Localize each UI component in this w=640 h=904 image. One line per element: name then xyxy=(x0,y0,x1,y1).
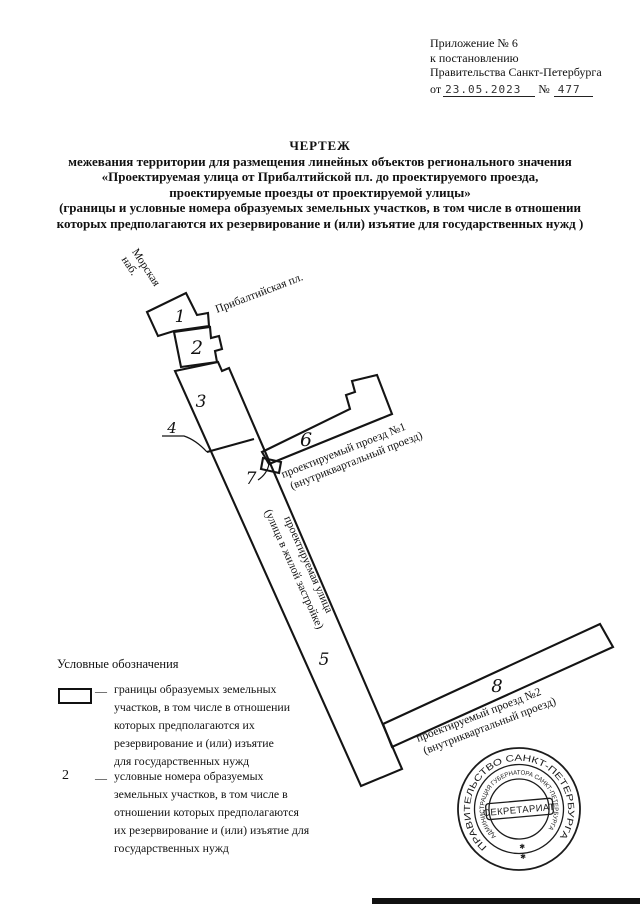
parcel-number-5: 5 xyxy=(319,650,330,670)
title-line-3: «Проектируемая улица от Прибалтийской пл… xyxy=(101,169,539,184)
title-line-6: которых предполагаются их резервирование… xyxy=(56,215,584,231)
legend-item-2-dash: — xyxy=(95,771,107,785)
parcel-number-4: 4 xyxy=(166,419,177,437)
document-number: 477 xyxy=(553,83,593,97)
stamp-middle-circle xyxy=(473,763,565,855)
legend-item-1-line-1: границы образуемых земельных xyxy=(114,682,277,696)
parcel-number-2: 2 xyxy=(190,337,203,359)
label-proezd-2: проектируемый проезд №2 (внутриквартальн… xyxy=(415,686,558,757)
date-prefix: от xyxy=(430,81,442,96)
legend-item-1-dash: — xyxy=(95,684,107,698)
legend-item-2-line-1: условные номера образуемых xyxy=(114,769,264,783)
legend-item-1-line-4: резервирование и (или) изъятие xyxy=(114,736,274,750)
legend-item-2-line-3: отношении которых предполагаются xyxy=(114,805,299,819)
parcel-1-outline xyxy=(145,291,211,338)
header-line-3: Правительства Санкт-Петербурга xyxy=(430,65,602,79)
document-date: 23.05.2023 xyxy=(443,83,536,97)
street-parcels-3-5-outline xyxy=(173,360,404,788)
label-morskaya-nab: Морская наб. xyxy=(119,247,163,290)
legend-parcel-boundary-symbol xyxy=(58,688,92,704)
stamp-center-box xyxy=(485,797,554,821)
legend-item-2-line-4: их резервирование и (или) изъятие для xyxy=(114,823,310,837)
number-sign: № xyxy=(538,81,550,96)
parcel-number-8: 8 xyxy=(491,676,502,697)
stamp-asterisk-2: ✱ xyxy=(520,853,527,861)
parcel-6-outline xyxy=(260,373,394,466)
legend-item-2-line-2: земельных участков, в том числе в xyxy=(114,787,288,801)
page-edge-bar xyxy=(372,898,640,904)
label-street: проектируемая улица (улица в жилой застр… xyxy=(262,508,335,632)
title-line-2: межевания территории для размещения лине… xyxy=(68,153,572,169)
header-line-2: к постановлению xyxy=(430,50,519,65)
parcel-number-7: 7 xyxy=(246,469,257,489)
legend-item-1-line-3: которых предполагаются их xyxy=(114,718,255,732)
parcel-3-5-divider xyxy=(206,437,255,454)
legend-item-1-line-2: участков, в том числе в отношении xyxy=(114,700,291,714)
page-title: ЧЕРТЕЖ межевания территории для размещен… xyxy=(0,138,640,231)
legend-item-2-line-5: государственных нужд xyxy=(114,841,229,855)
header-requisites: Приложение № 6 к постановлению Правитель… xyxy=(430,36,640,97)
title-line-4: проектируемые проезды от проектируемой у… xyxy=(169,184,471,200)
parcel-number-3: 3 xyxy=(196,392,207,412)
parcel-number-6: 6 xyxy=(300,429,312,451)
stamp-inner-circle xyxy=(488,778,550,840)
stamp-outer-circle xyxy=(457,747,581,871)
title-line-1: ЧЕРТЕЖ xyxy=(289,138,351,153)
label-pribaltiyskaya-pl: Прибалтийская пл. xyxy=(214,271,305,316)
legend-heading: Условные обозначения xyxy=(57,657,179,671)
parcel-4-leader-line xyxy=(162,435,208,453)
parcel-2-outline xyxy=(172,325,224,369)
label-proezd-1: проектируемый проезд №1 (внутриквартальн… xyxy=(280,421,425,492)
legend-item-2-text: условные номера образуемых земельных уча… xyxy=(114,767,354,857)
legend-item-1-line-5: для государственных нужд xyxy=(114,754,250,768)
official-stamp: ПРАВИТЕЛЬСТВО САНКТ-ПЕТЕРБУРГА АДМИНИСТР… xyxy=(457,747,581,871)
stamp-asterisk-1: ✱ xyxy=(519,843,526,851)
legend-item-1-text: границы образуемых земельных участков, в… xyxy=(114,680,354,770)
title-line-5: (границы и условные номера образуемых зе… xyxy=(59,200,581,215)
parcel-8-outline xyxy=(381,622,615,749)
header-line-1: Приложение № 6 xyxy=(430,36,518,50)
parcel-number-1: 1 xyxy=(175,307,186,327)
legend-parcel-number-symbol: 2 xyxy=(62,768,69,783)
parcel-7-leader-line xyxy=(257,463,270,481)
pribaltiyskaya-text: Прибалтийская пл. xyxy=(214,271,305,316)
